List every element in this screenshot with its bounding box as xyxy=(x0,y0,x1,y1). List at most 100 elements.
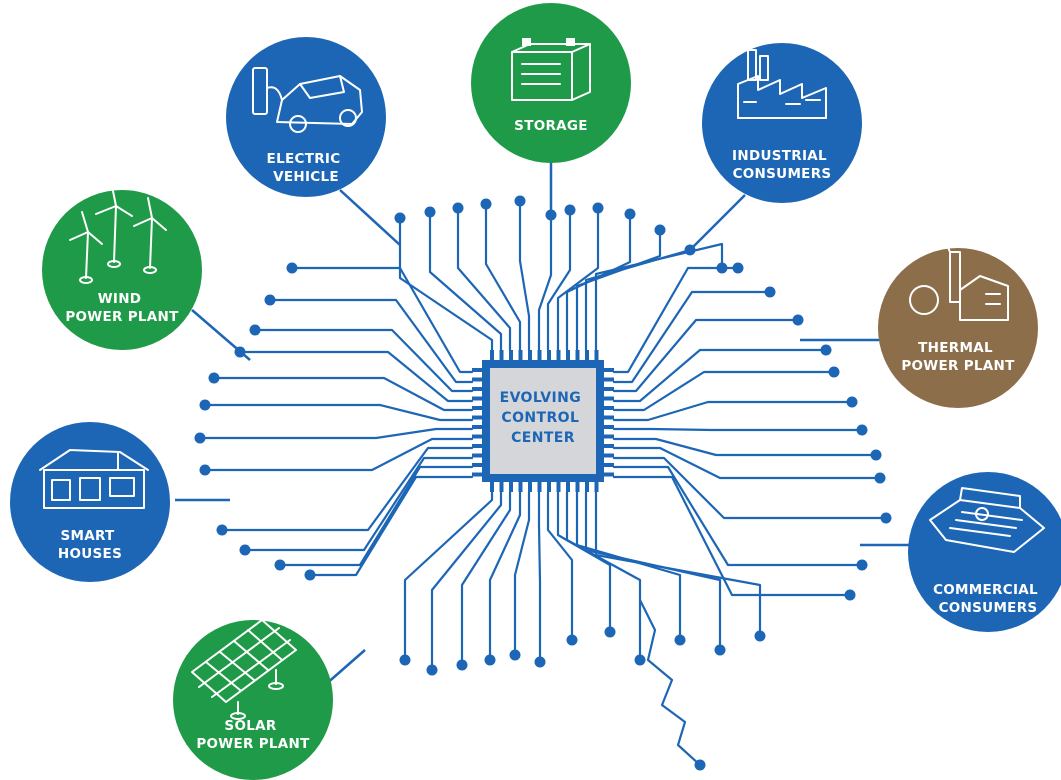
chip-pin xyxy=(585,480,589,492)
commercial-consumers-label: COMMERCIAL CONSUMERS xyxy=(933,582,1043,616)
chip-pin xyxy=(472,434,484,439)
chip-pin xyxy=(566,350,570,362)
trace-left-dot xyxy=(239,544,251,556)
trace-top-dot xyxy=(592,202,604,214)
chip-pin xyxy=(472,444,484,448)
chip-pin xyxy=(472,415,484,420)
chip-pin xyxy=(518,350,523,362)
trace-right-dot xyxy=(856,559,868,571)
trace-right-dot xyxy=(820,344,832,356)
industrial-consumers-label-line-2: CONSUMERS xyxy=(733,166,832,182)
trace-left xyxy=(253,328,474,393)
trace-bottom-dot xyxy=(714,644,726,656)
trace-right-dot xyxy=(792,314,804,326)
trace-bottom-dot xyxy=(566,634,578,646)
node-connectors xyxy=(175,160,910,686)
trace-left-dot xyxy=(194,432,206,444)
chip-label-line-3: CENTER xyxy=(511,430,575,446)
trace-right-dot xyxy=(844,589,856,601)
smart-houses-label: SMART HOUSES xyxy=(58,528,122,562)
chip-pin xyxy=(602,368,614,372)
chip-pin xyxy=(594,350,599,362)
wind-power-plant-label: WIND POWER PLANT xyxy=(65,291,179,325)
trace-bottom xyxy=(513,490,531,657)
chip-pin xyxy=(602,425,614,429)
trace-right xyxy=(612,348,828,403)
solar-panel-icon xyxy=(191,619,297,720)
thermal-power-plant-label-line-1: THERMAL xyxy=(918,340,993,356)
chip-pin xyxy=(528,480,532,492)
trace-top xyxy=(428,210,503,352)
trace-right xyxy=(612,400,854,422)
trace-left xyxy=(238,350,474,403)
chip-pin xyxy=(472,368,484,372)
trace-bottom xyxy=(594,490,762,638)
trace-left xyxy=(243,456,474,552)
thermal-power-plant-label: THERMAL POWER PLANT xyxy=(901,340,1015,374)
chip-core xyxy=(490,368,596,474)
trace-bottom-dot xyxy=(754,630,766,642)
trace-left xyxy=(308,475,474,577)
trace-top xyxy=(456,206,512,352)
battery-icon xyxy=(511,38,591,101)
circuit-traces xyxy=(194,195,892,771)
trace-bottom xyxy=(403,490,494,662)
chip-pin xyxy=(602,434,614,439)
trace-top-dot xyxy=(545,209,557,221)
control-center-chip: EVOLVING CONTROL CENTER xyxy=(472,350,614,492)
trace-right xyxy=(612,465,864,567)
trace-bottom xyxy=(430,490,503,672)
house-icon xyxy=(39,449,149,509)
trace-top-dot xyxy=(394,212,406,224)
trace-bottom-dot xyxy=(534,656,546,668)
trace-left-dot xyxy=(199,464,211,476)
trace-right-dot xyxy=(880,512,892,524)
trace-right xyxy=(612,266,740,374)
trace-tail xyxy=(638,598,702,767)
industrial-consumers-label: INDUSTRIAL CONSUMERS xyxy=(732,148,832,182)
chip-pin xyxy=(472,406,484,410)
chip-pin xyxy=(602,377,614,382)
trace-right-dot xyxy=(732,262,744,274)
trace-bottom-dot xyxy=(484,654,496,666)
trace-right xyxy=(612,437,878,457)
trace-top xyxy=(398,216,494,352)
trace-top xyxy=(556,206,600,352)
solar-power-plant-label: SOLAR POWER PLANT xyxy=(196,718,310,752)
chip-pin xyxy=(490,480,494,492)
commercial-consumers-label-line-1: COMMERCIAL xyxy=(933,582,1038,598)
chip-pin xyxy=(585,350,589,362)
chip-pin xyxy=(537,480,542,492)
chip-pin xyxy=(472,453,484,458)
connector-solar xyxy=(324,649,366,686)
trace-top xyxy=(546,208,572,352)
chip-pin xyxy=(518,480,523,492)
chip-pin xyxy=(575,480,580,492)
chip-pin xyxy=(594,480,599,492)
trace-bottom-dot xyxy=(426,664,438,676)
trace-top xyxy=(537,213,553,352)
wind-power-plant-label-line-1: WIND xyxy=(98,291,142,307)
trace-right-dot xyxy=(870,449,882,461)
chip-pin xyxy=(575,350,580,362)
connector-electric-vehicle xyxy=(339,189,401,246)
trace-top-dot xyxy=(452,202,464,214)
trace-left xyxy=(203,403,474,422)
chip-pin xyxy=(566,480,570,492)
solar-power-plant-label-line-2: POWER PLANT xyxy=(196,736,310,752)
trace-right xyxy=(612,318,800,393)
smart-houses-label-line-1: SMART xyxy=(60,528,115,544)
office-building-icon xyxy=(929,487,1045,553)
node-commercial-consumers: COMMERCIAL CONSUMERS xyxy=(908,472,1061,632)
trace-right xyxy=(612,475,852,597)
electric-vehicle-label-line-2: VEHICLE xyxy=(273,169,339,185)
node-smart-houses: SMART HOUSES xyxy=(10,422,170,582)
chip-pins xyxy=(472,350,614,492)
trace-right-dot xyxy=(764,286,776,298)
trace-left-dot xyxy=(249,324,261,336)
trace-bottom xyxy=(565,490,642,662)
chip-pin xyxy=(499,480,504,492)
chip-pin xyxy=(509,350,513,362)
trace-bottom-dot xyxy=(456,659,468,671)
trace-top xyxy=(594,242,724,352)
